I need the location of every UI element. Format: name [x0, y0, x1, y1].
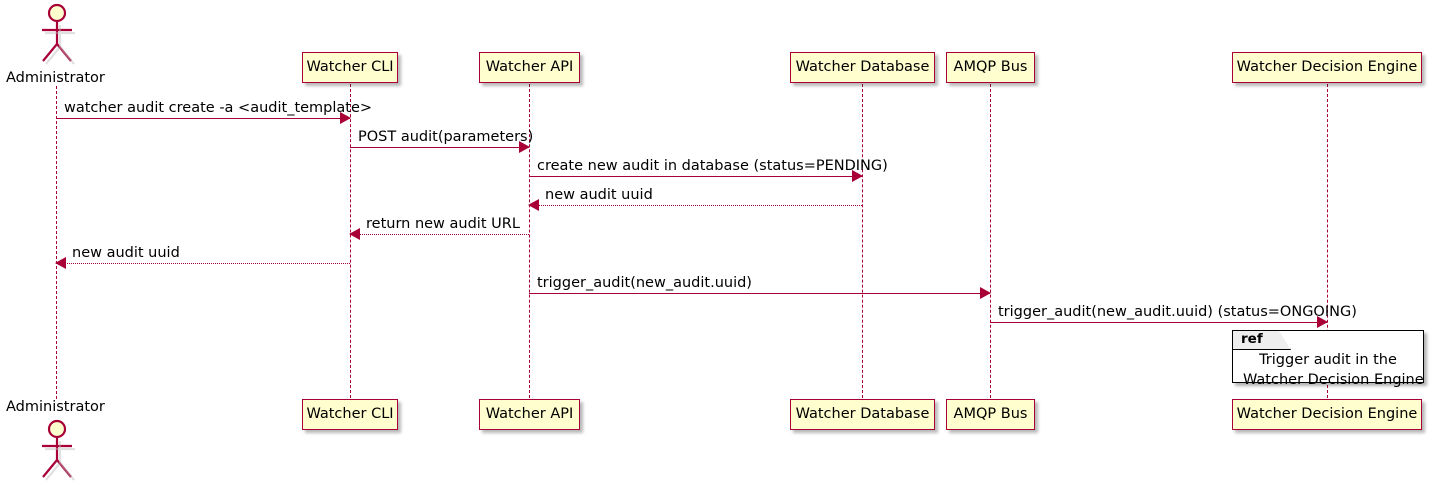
message-line — [350, 147, 529, 148]
arrowhead-icon — [1317, 316, 1328, 328]
arrowhead-icon — [980, 287, 991, 299]
participant-watcher-decision-engine-bottom[interactable]: Watcher Decision Engine — [1232, 399, 1422, 430]
message-label: trigger_audit(new_audit.uuid) — [537, 274, 752, 291]
lifeline-administrator — [56, 86, 57, 399]
participant-watcher-database-top[interactable]: Watcher Database — [790, 52, 935, 83]
message-line — [56, 118, 350, 119]
arrowhead-icon — [349, 228, 360, 240]
participant-label-amqp-bus-top: AMQP Bus — [953, 59, 1028, 76]
participant-label-watcher-decision-engine-top: Watcher Decision Engine — [1236, 59, 1418, 76]
message-label: create new audit in database (status=PEN… — [537, 157, 888, 174]
arrowhead-icon — [340, 112, 351, 124]
arrowhead-icon — [528, 199, 539, 211]
message-label: new audit uuid — [72, 244, 180, 261]
participant-label-amqp-bus-bottom: AMQP Bus — [953, 406, 1028, 423]
message-line — [529, 293, 990, 294]
participant-watcher-cli-bottom[interactable]: Watcher CLI — [302, 399, 398, 430]
ref-fragment-body: Trigger audit in the Watcher Decision En… — [1233, 351, 1424, 390]
participant-label-watcher-api-bottom: Watcher API — [485, 406, 574, 423]
actor-label-administrator-bottom: Administrator — [6, 399, 105, 415]
lifeline-watcher-decision-engine — [1327, 84, 1328, 398]
actor-icon — [42, 419, 75, 481]
message-line — [56, 263, 350, 264]
participant-label-watcher-database-bottom: Watcher Database — [795, 406, 930, 423]
message-label: POST audit(parameters) — [358, 128, 534, 145]
message-label: new audit uuid — [545, 186, 653, 203]
ref-fragment-tab: ref — [1233, 331, 1291, 350]
ref-fragment-line-1: Trigger audit in the — [1259, 352, 1397, 368]
arrowhead-icon — [55, 257, 66, 269]
message-line — [529, 176, 862, 177]
arrowhead-icon — [519, 141, 530, 153]
message-label: return new audit URL — [366, 215, 520, 232]
ref-fragment[interactable]: ref Trigger audit in the Watcher Decisio… — [1232, 330, 1424, 388]
ref-fragment-tab-label: ref — [1241, 331, 1263, 348]
lifeline-watcher-cli — [350, 84, 351, 398]
lifeline-watcher-api — [529, 84, 530, 398]
participant-watcher-api-top[interactable]: Watcher API — [479, 52, 580, 83]
message-label: watcher audit create -a <audit_template> — [64, 99, 373, 116]
participant-watcher-database-bottom[interactable]: Watcher Database — [790, 399, 935, 430]
message-line — [529, 205, 862, 206]
actor-administrator-bottom[interactable] — [30, 418, 84, 488]
participant-label-watcher-cli-top: Watcher CLI — [306, 59, 394, 76]
message-line — [990, 322, 1327, 323]
participant-label-watcher-api-top: Watcher API — [485, 59, 574, 76]
lifeline-amqp-bus — [990, 84, 991, 398]
lifeline-watcher-database — [862, 84, 863, 398]
participant-label-watcher-database-top: Watcher Database — [795, 59, 930, 76]
ref-fragment-line-2: Watcher Decision Engine — [1243, 371, 1424, 388]
participant-amqp-bus-top[interactable]: AMQP Bus — [946, 52, 1035, 83]
message-label: trigger_audit(new_audit.uuid) (status=ON… — [998, 303, 1357, 320]
message-line — [350, 234, 529, 235]
participant-label-watcher-decision-engine-bottom: Watcher Decision Engine — [1236, 406, 1418, 423]
participant-watcher-cli-top[interactable]: Watcher CLI — [302, 52, 398, 83]
participant-amqp-bus-bottom[interactable]: AMQP Bus — [946, 399, 1035, 430]
participant-watcher-decision-engine-top[interactable]: Watcher Decision Engine — [1232, 52, 1422, 83]
actor-label-administrator-top: Administrator — [6, 70, 105, 86]
arrowhead-icon — [852, 170, 863, 182]
actor-icon — [42, 3, 75, 65]
actor-administrator-top[interactable] — [30, 2, 84, 72]
participant-watcher-api-bottom[interactable]: Watcher API — [479, 399, 580, 430]
participant-label-watcher-cli-bottom: Watcher CLI — [306, 406, 394, 423]
